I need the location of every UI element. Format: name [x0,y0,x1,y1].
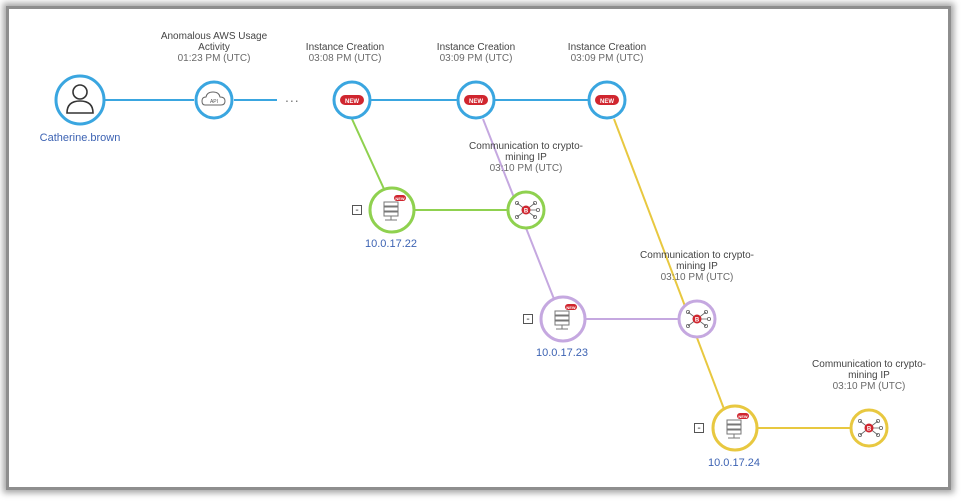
crypto-node-1[interactable]: B [506,190,546,230]
server-icon [383,201,399,221]
svg-text:NEW: NEW [738,414,748,419]
server-icon [726,419,742,439]
graph-panel: API NEW NEW NEW [6,6,951,490]
host-node-2[interactable]: NEW [539,295,587,343]
instance-title: Instance Creation [305,42,385,53]
api-event-title-line2: Activity [198,42,230,53]
svg-text:API: API [210,99,218,105]
edge-instance1-host1 [351,118,385,190]
edge-instance3-host3 [613,118,725,410]
crypto-node-3[interactable]: B [849,408,889,448]
svg-text:NEW: NEW [600,99,614,105]
instance-node-1[interactable]: NEW [332,80,372,120]
svg-text:B: B [524,209,529,215]
crypto-node-2[interactable]: B [677,299,717,339]
new-badge-icon [464,95,488,105]
collapse-button-host-1[interactable]: - [352,205,362,216]
host-ip-2[interactable]: 10.0.17.23 [536,347,588,359]
instance-time: 03:09 PM (UTC) [439,53,513,64]
instance-node-2[interactable]: NEW [456,80,496,120]
attack-graph: API NEW NEW NEW [54,74,889,452]
instance-title: Instance Creation [567,42,647,53]
api-node[interactable]: API [194,80,234,120]
new-badge-icon [340,95,364,105]
instance-label-3: Instance Creation 03:09 PM (UTC) [568,42,646,64]
crypto-time: 03:10 PM (UTC) [489,163,563,174]
svg-text:B: B [695,318,700,324]
api-event-title-line1: Anomalous AWS Usage [160,31,268,42]
user-node[interactable] [54,74,106,126]
user-name-label[interactable]: Catherine.brown [39,132,121,144]
instance-time: 03:09 PM (UTC) [570,53,644,64]
crypto-title-line2: mining IP [848,370,890,381]
crypto-label-1: Communication to crypto- mining IP 03:10… [469,141,583,174]
instance-node-3[interactable]: NEW [587,80,627,120]
svg-text:NEW: NEW [345,99,359,105]
instance-time: 03:08 PM (UTC) [308,53,382,64]
instance-title: Instance Creation [436,42,516,53]
instance-label-2: Instance Creation 03:09 PM (UTC) [437,42,515,64]
server-icon [554,310,570,330]
crypto-label-2: Communication to crypto- mining IP 03:10… [640,250,754,283]
host-ip-1[interactable]: 10.0.17.22 [365,238,417,250]
new-badge-icon [595,95,619,105]
crypto-time: 03:10 PM (UTC) [660,272,734,283]
svg-text:B: B [867,427,872,433]
svg-text:NEW: NEW [566,305,576,310]
crypto-title-line2: mining IP [505,152,547,163]
crypto-label-3: Communication to crypto- mining IP 03:10… [812,359,926,392]
collapse-button-host-2[interactable]: - [523,314,533,325]
host-node-1[interactable]: NEW [368,186,416,234]
host-ip-3[interactable]: 10.0.17.24 [708,457,760,469]
cloud-api-icon [201,91,226,106]
crypto-time: 03:10 PM (UTC) [832,381,906,392]
api-event-time: 01:23 PM (UTC) [177,53,251,64]
collapsed-events-ellipsis[interactable]: ... [285,89,300,105]
collapse-button-host-3[interactable]: - [694,423,704,434]
crypto-title-line1: Communication to crypto- [640,250,754,261]
crypto-title-line2: mining IP [676,261,718,272]
svg-text:NEW: NEW [395,196,405,201]
instance-label-1: Instance Creation 03:08 PM (UTC) [306,42,384,64]
crypto-title-line1: Communication to crypto- [812,359,926,370]
host-node-3[interactable]: NEW [711,404,759,452]
user-icon [72,84,88,100]
api-event-label: Anomalous AWS Usage Activity 01:23 PM (U… [161,31,267,64]
svg-text:NEW: NEW [469,99,483,105]
crypto-title-line1: Communication to crypto- [469,141,583,152]
